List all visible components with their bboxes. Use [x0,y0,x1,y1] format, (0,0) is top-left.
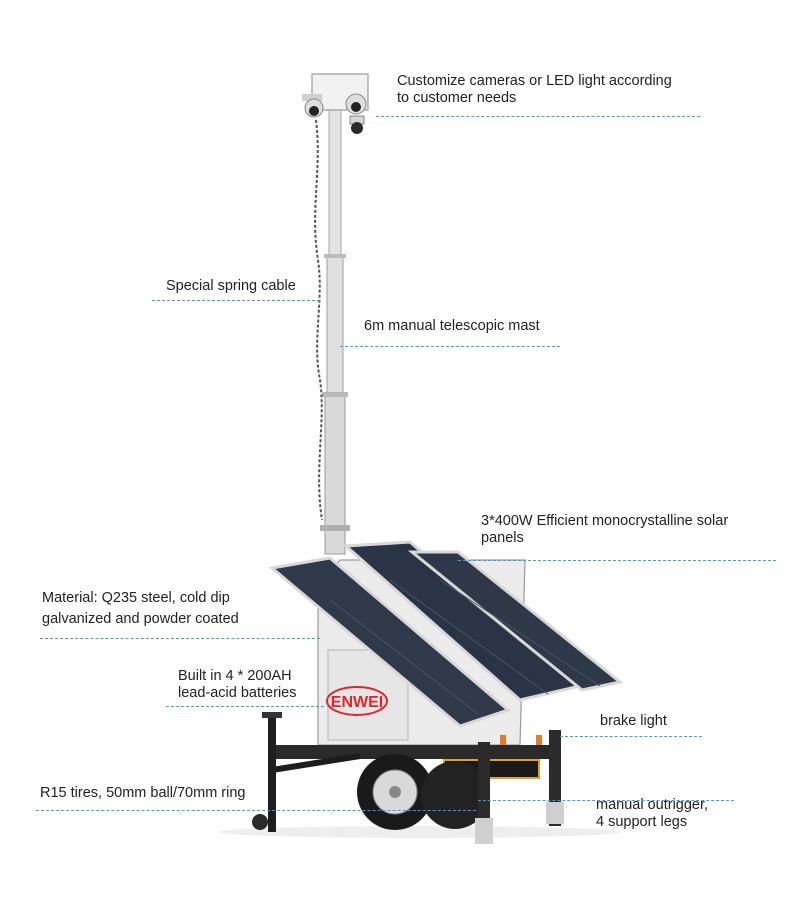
callout-spring-cable: Special spring cable [166,278,296,294]
callout-batteries: Built in 4 * 200AH lead-acid batteries [178,668,297,702]
leader-line-cameras [376,116,700,117]
callout-outrigger: manual outrigger, 4 support legs [596,797,708,831]
callout-material-line2: galvanized and powder coated [42,611,239,627]
leader-line-brake-light [560,736,702,737]
callout-brake-light: brake light [600,713,667,729]
callout-solar-panels: 3*400W Efficient monocrystalline solar p… [481,513,728,547]
callout-solar-line2: panels [481,530,524,546]
callout-batteries-line1: Built in 4 * 200AH [178,668,292,684]
svg-text:ENWEI: ENWEI [331,694,383,711]
callout-outrigger-line2: 4 support legs [596,814,688,830]
leader-line-mast [340,346,560,347]
callout-cameras-line1: Customize cameras or LED light according [397,73,672,89]
leader-line-spring-cable [152,300,320,301]
brand-logo: ENWEI [326,686,388,716]
wheel [357,754,489,830]
leader-line-batteries [166,706,324,707]
leader-line-outrigger [478,800,734,801]
callout-cameras: Customize cameras or LED light according… [397,73,672,107]
callout-material-line1: Material: Q235 steel, cold dip [42,590,230,606]
callout-batteries-line2: lead-acid batteries [178,685,297,701]
callout-outrigger-line1: manual outrigger, [596,797,709,813]
callout-solar-line1: 3*400W Efficient monocrystalline solar [481,513,729,529]
camera-unit [302,73,369,134]
spring-cable [314,119,323,521]
leader-line-solar-panels [458,560,776,561]
leader-line-tires [36,810,476,811]
callout-cameras-line2: to customer needs [397,90,517,106]
leader-line-material [40,638,320,639]
telescopic-mast [320,107,350,555]
callout-tires: R15 tires, 50mm ball/70mm ring [40,785,246,801]
outrigger-legs [475,730,564,844]
solar-panels [268,540,624,728]
callout-material: Material: Q235 steel, cold dip galvanize… [42,590,239,628]
callout-mast: 6m manual telescopic mast [364,318,540,334]
